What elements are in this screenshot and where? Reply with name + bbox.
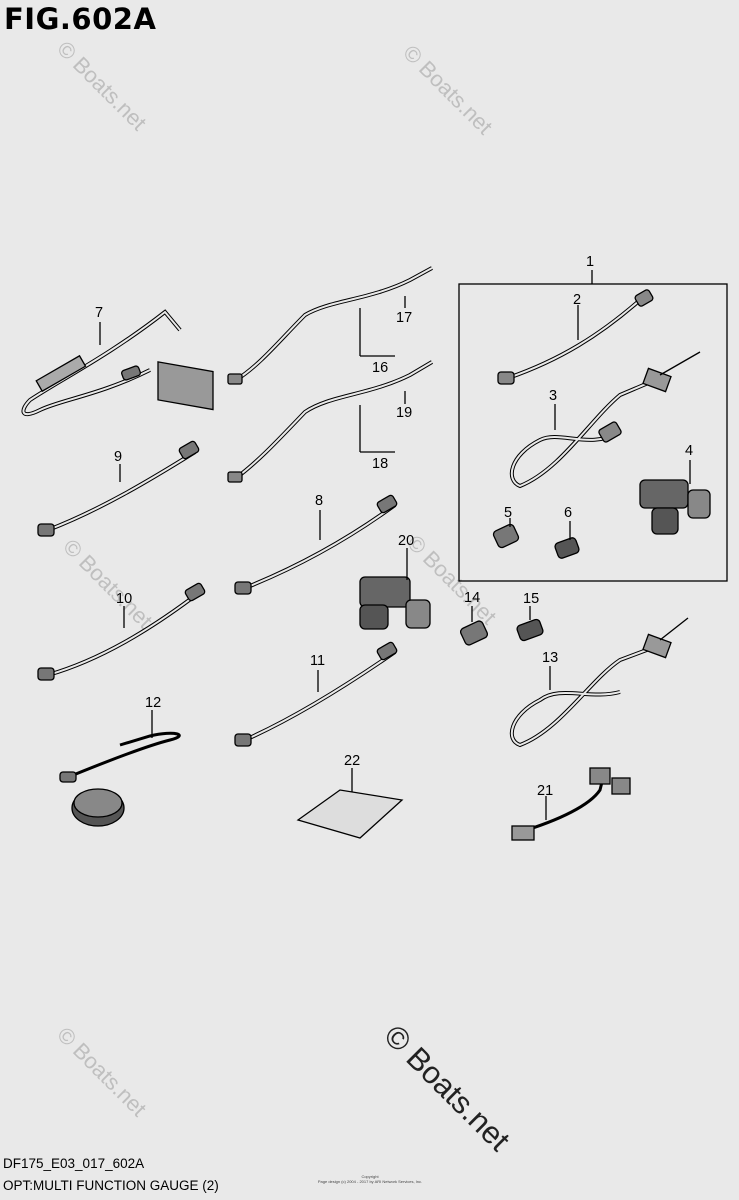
callout-8: 8 bbox=[315, 493, 323, 509]
figure-code: DF175_E03_017_602A bbox=[3, 1156, 145, 1171]
copyright-notice: Copyright Page design (c) 2004 - 2017 by… bbox=[300, 1174, 440, 1184]
copyright-line: Copyright bbox=[361, 1174, 379, 1179]
callout-18: 18 bbox=[372, 456, 388, 472]
callout-5: 5 bbox=[504, 505, 512, 521]
callout-22: 22 bbox=[344, 753, 360, 769]
callout-3: 3 bbox=[549, 388, 557, 404]
figure-title: FIG.602A bbox=[4, 2, 157, 36]
callout-21: 21 bbox=[537, 783, 553, 799]
callout-6: 6 bbox=[564, 505, 572, 521]
callout-10: 10 bbox=[116, 591, 132, 607]
copyright-line: Page design (c) 2004 - 2017 by ARI Netwo… bbox=[317, 1179, 423, 1184]
callout-15: 15 bbox=[523, 591, 539, 607]
callout-7: 7 bbox=[95, 305, 103, 321]
callout-12: 12 bbox=[145, 695, 161, 711]
callout-9: 9 bbox=[114, 449, 122, 465]
figure-subtitle: OPT:MULTI FUNCTION GAUGE (2) bbox=[3, 1178, 219, 1193]
callout-4: 4 bbox=[685, 443, 693, 459]
callout-17: 17 bbox=[396, 310, 412, 326]
callout-2: 2 bbox=[573, 292, 581, 308]
callout-20: 20 bbox=[398, 533, 414, 549]
callout-19: 19 bbox=[396, 405, 412, 421]
group-box bbox=[458, 283, 728, 582]
callout-13: 13 bbox=[542, 650, 558, 666]
callout-14: 14 bbox=[464, 590, 480, 606]
callout-16: 16 bbox=[372, 360, 388, 376]
callout-11: 11 bbox=[310, 653, 325, 669]
callout-1: 1 bbox=[586, 254, 594, 270]
